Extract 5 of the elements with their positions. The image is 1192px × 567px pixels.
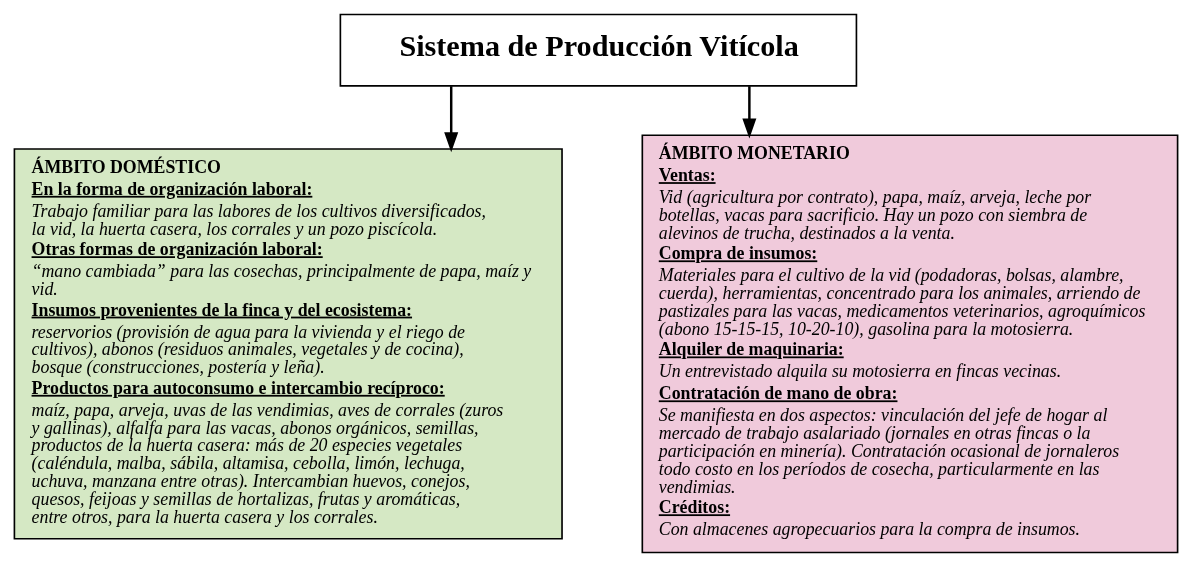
node-box: ÁMBITO MONETARIO Ventas: Vid (agricultura por contrato), papa, maíz, arveja, leche por botellas, vacas para sacrificio. Hay un pozo con siembra de alevinos de trucha, destinados a la venta. Compra de insumos: Materiales para el cultivo de la vid (podadoras, bolsas, alambre, cuerda), herramientas, concentrado para los animales, arriendo de pastizales para las vacas, medicamentos veterinarios, agroquímicos (abono 15-15-15, 10-20-10), gasolina para la motosierra. Alquiler de maquinaria: Un entrevistado alquila su motosierra en fincas vecinas. Contratación de mano de obra: Se manifiesta en dos aspectos: vinculación del jefe de hogar al mercado de trabajo asalariado (jornales en otras fincas o la participación en minería). Contratación ocasional de jornaleros todo costo en los períodos de cosecha, particularmente en las vendimias. Créditos: Con almacenes agropecuarios para la compra de insumos. (641, 134, 1179, 554)
node-box: Sistema de Producción Vitícola (339, 13, 858, 87)
arrow (444, 86, 459, 153)
arrow (742, 86, 757, 139)
node-box: ÁMBITO DOMÉSTICO En la forma de organización laboral: Trabajo familiar para las labores de los cultivos diversificados, la vid, la huerta casera, los corrales y un pozo piscícola. Otras formas de organización laboral: “mano cambiada” para las cosechas, principalmente de papa, maíz y vid. Insumos provenientes de la finca y del ecosistema: reservorios (provisión de agua para la vivienda y el riego de cultivos), abonos (residuos animales, vegetales y de cocina), bosque (construcciones, postería y leña). Productos para autoconsumo e intercambio recíproco: maíz, papa, arveja, uvas de las vendimias, aves de corrales (zuros y gallinas), alfalfa para las vacas, abonos orgánicos, semillas, productos de la huerta casera: más de 20 especies vegetales (caléndula, malba, sábila, altamisa, cebolla, limón, lechuga, uchuva, manzana entre otras). Intercambian huevos, conejos, quesos, feijoas y semillas de hortalizas, frutas y aromáticas, entre otros, para la huerta casera y los corrales. (13, 148, 563, 540)
